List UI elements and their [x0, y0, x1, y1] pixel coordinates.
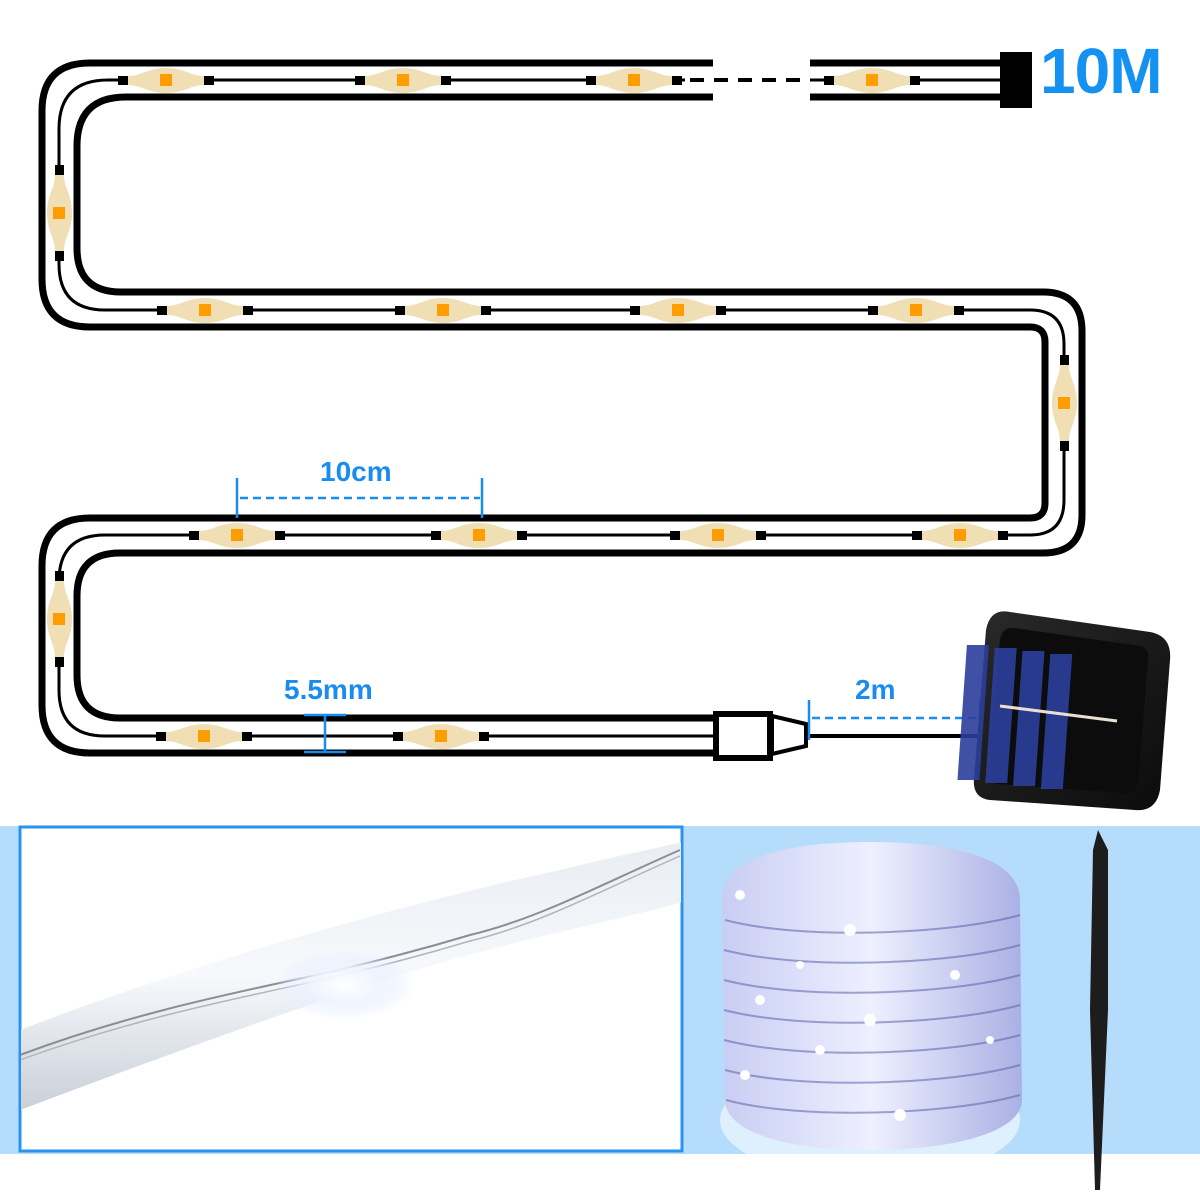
led-closeup — [18, 825, 684, 1153]
led-spacing-label: 10cm — [320, 456, 392, 487]
spacing-dimension — [235, 478, 484, 518]
center-wire — [57, 78, 1066, 738]
tube-diameter-label: 5.5mm — [284, 674, 373, 705]
total-length-label: 10M — [1040, 35, 1162, 107]
diameter-dimension — [304, 713, 346, 754]
tube-outer-wall — [38, 59, 1049, 757]
solar-panel — [957, 611, 1171, 1190]
end-connector — [713, 711, 985, 761]
lead-wire-length-label: 2m — [855, 674, 896, 705]
coiled-rope-light — [720, 842, 1022, 1180]
end-cap — [1000, 52, 1032, 108]
tube-inner-wall — [73, 93, 1086, 722]
